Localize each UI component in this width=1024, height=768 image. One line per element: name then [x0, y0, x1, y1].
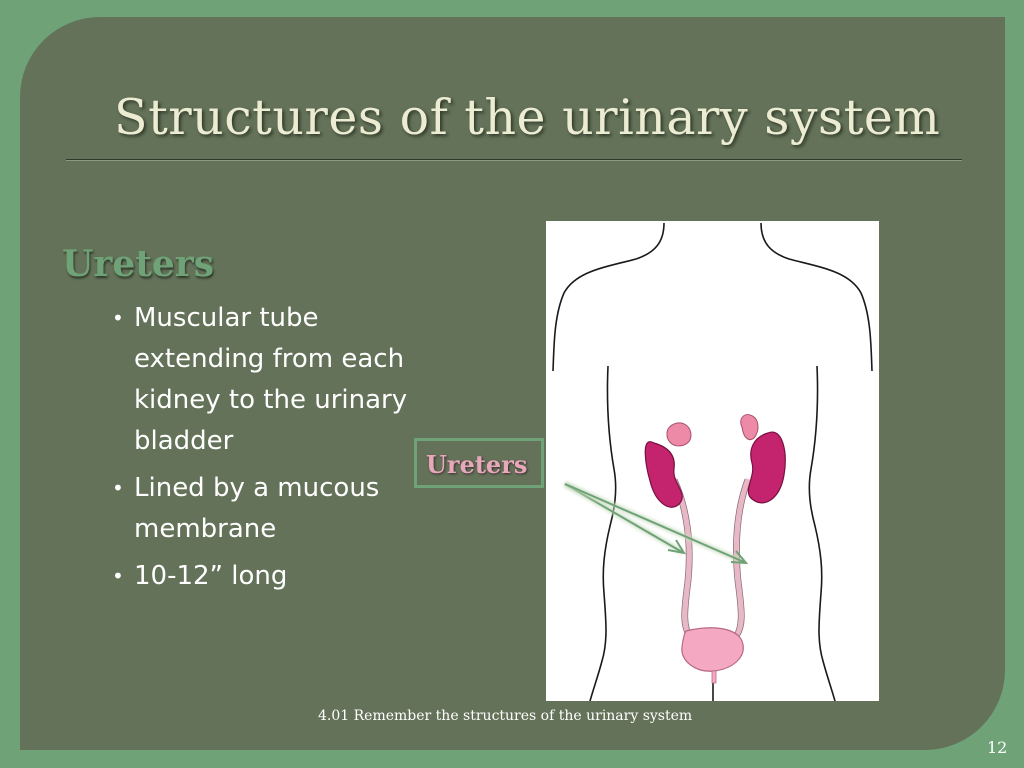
urinary-system-illustration	[546, 221, 879, 701]
bullet-text: Lined by a mucous membrane	[134, 473, 380, 544]
title-divider	[66, 159, 962, 161]
ureters-callout-box	[414, 438, 544, 488]
ureters-callout-label: Ureters	[426, 450, 528, 479]
left-kidney	[644, 441, 683, 508]
bullet-item: • 10-12” long	[108, 556, 453, 597]
slide-title: Structures of the urinary system	[114, 89, 941, 146]
bullet-item: • Lined by a mucous membrane	[108, 468, 453, 550]
page-number: 12	[987, 738, 1008, 757]
right-kidney	[747, 431, 786, 504]
slide: Structures of the urinary system Ureters…	[20, 17, 1005, 750]
slide-footer: 4.01 Remember the structures of the urin…	[318, 708, 693, 724]
bullet-item: • Muscular tube extending from each kidne…	[108, 298, 453, 462]
bullet-text: Muscular tube extending from each kidney…	[134, 303, 408, 456]
urethra	[711, 670, 717, 684]
left-adrenal-gland	[666, 422, 692, 447]
bullet-icon: •	[112, 564, 124, 588]
bullet-list: • Muscular tube extending from each kidne…	[108, 298, 453, 603]
body-outline-illustration	[552, 222, 873, 701]
bullet-text: 10-12” long	[134, 561, 288, 591]
right-adrenal-gland	[740, 414, 759, 441]
ureter-tubes	[671, 477, 751, 641]
section-heading: Ureters	[62, 243, 215, 285]
bullet-icon: •	[112, 476, 124, 500]
bullet-icon: •	[112, 306, 124, 330]
urinary-bladder	[681, 627, 744, 672]
